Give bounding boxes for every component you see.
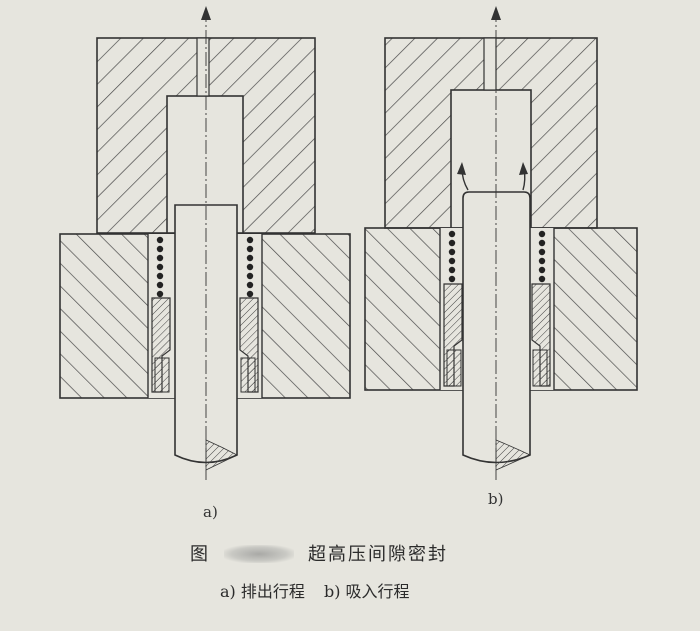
arrow-up-icon — [457, 162, 528, 191]
seal-ring-left-a — [151, 297, 171, 393]
spring-coil-icon — [156, 236, 254, 298]
panel-a — [59, 6, 351, 480]
seal-ring-right-a — [239, 297, 259, 393]
seal-ring-right-b — [531, 283, 551, 387]
plunger-b — [462, 191, 531, 471]
caption-title: 超高压间隙密封 — [308, 544, 448, 565]
figure-caption: 图 超高压间隙密封 — [190, 540, 570, 566]
sub-caption: a) 排出行程 b) 吸入行程 — [220, 578, 540, 602]
sub-caption-a: a) 排出行程 — [220, 582, 305, 601]
caption-prefix: 图 — [190, 544, 210, 565]
panel-b — [364, 6, 638, 480]
spring-coil-icon — [448, 230, 546, 283]
seal-ring-left-b — [443, 283, 463, 387]
panel-b-label: b) — [488, 490, 504, 508]
sub-caption-b: b) 吸入行程 — [323, 582, 410, 601]
arrow-up-icon — [491, 6, 501, 20]
redacted-figure-number — [224, 545, 294, 563]
panel-a-label: a) — [203, 503, 218, 521]
arrow-up-icon — [201, 6, 211, 20]
